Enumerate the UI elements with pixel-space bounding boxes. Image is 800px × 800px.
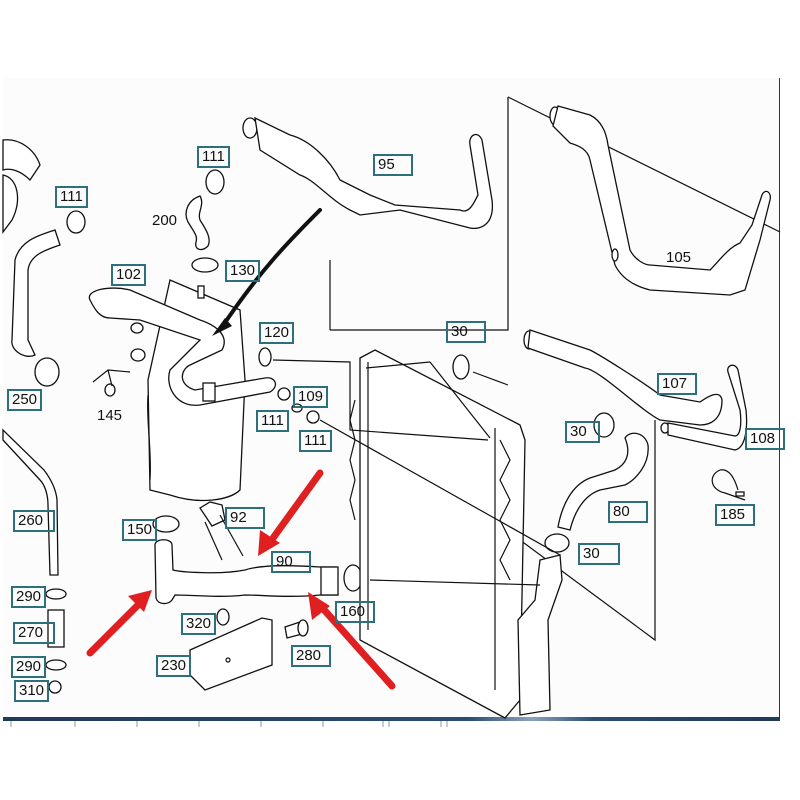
callout-290-b[interactable]: 290	[11, 656, 47, 678]
callout-185[interactable]: 185	[715, 504, 755, 526]
callout-107[interactable]: 107	[657, 373, 697, 395]
cable-tie-185	[711, 469, 746, 501]
callout-230[interactable]: 230	[156, 655, 192, 677]
callout-109[interactable]: 109	[293, 386, 329, 408]
leader-lines	[92, 359, 561, 586]
callout-150[interactable]: 150	[122, 519, 158, 541]
clamp-150	[152, 515, 180, 533]
radiator	[349, 349, 563, 719]
window-bottom-border	[3, 717, 780, 721]
callout-95[interactable]: 95	[373, 154, 413, 176]
callout-130[interactable]: 130	[225, 260, 261, 282]
washer-290-b	[45, 659, 67, 671]
clamp-30-c	[544, 533, 570, 553]
callout-290-a[interactable]: 290	[11, 586, 47, 608]
label-200: 200	[152, 212, 178, 229]
callout-111-c[interactable]: 111	[256, 410, 289, 432]
hose-80	[557, 432, 649, 531]
hose-200	[185, 195, 210, 251]
divider-diag	[507, 96, 781, 233]
callout-30-c[interactable]: 30	[578, 543, 620, 565]
callout-102[interactable]: 102	[111, 264, 147, 286]
hose-92	[199, 501, 244, 561]
pipe-260	[2, 428, 67, 694]
red-arrow-1	[264, 469, 324, 549]
callout-30-a[interactable]: 30	[446, 321, 486, 343]
hose-90	[154, 539, 339, 605]
red-arrow-2	[86, 596, 147, 657]
hose-95	[242, 116, 493, 230]
black-pointer-arrow	[218, 208, 322, 332]
divider-upper	[330, 97, 509, 331]
clamp-111-c	[277, 387, 291, 401]
clamp-111-left	[66, 210, 86, 234]
callout-250[interactable]: 250	[7, 389, 43, 411]
hose-108	[660, 364, 748, 451]
thermostat-housing	[2, 139, 41, 234]
nut-320	[216, 608, 230, 626]
callout-270[interactable]: 270	[13, 622, 55, 644]
callout-30-b[interactable]: 30	[565, 421, 600, 443]
red-arrow-3	[314, 599, 396, 690]
callout-92[interactable]: 92	[225, 507, 265, 529]
clamp-130	[191, 257, 219, 273]
callout-280[interactable]: 280	[291, 645, 331, 667]
label-145: 145	[97, 407, 123, 424]
clamp-30-a	[452, 354, 470, 380]
clamp-160	[343, 564, 363, 592]
callout-260[interactable]: 260	[13, 510, 55, 532]
clamp-145	[104, 383, 116, 397]
nut-310	[48, 680, 62, 694]
red-highlight-arrows	[86, 469, 396, 690]
callout-111-d[interactable]: 111	[299, 430, 332, 452]
hose-102	[88, 287, 277, 406]
clamp-120	[258, 347, 272, 367]
washer-290-a	[45, 588, 67, 600]
callout-90[interactable]: 90	[271, 551, 311, 573]
callout-160[interactable]: 160	[335, 601, 375, 623]
label-105: 105	[666, 249, 692, 266]
sleeve-270	[47, 609, 65, 648]
clamp-250	[34, 357, 60, 387]
taskbar-ticks	[10, 721, 448, 727]
hose-250	[11, 229, 61, 357]
clamp-111-top	[205, 169, 225, 195]
callout-111-b[interactable]: 111	[197, 146, 230, 168]
hose-105	[549, 105, 771, 296]
callout-80[interactable]: 80	[608, 501, 648, 523]
callout-320[interactable]: 320	[181, 613, 217, 635]
callout-111-a[interactable]: 111	[55, 186, 88, 208]
callout-310[interactable]: 310	[14, 680, 50, 702]
clamp-111-d	[306, 410, 320, 424]
callout-120[interactable]: 120	[259, 322, 295, 344]
callout-108[interactable]: 108	[745, 428, 785, 450]
hose-107	[523, 329, 723, 426]
